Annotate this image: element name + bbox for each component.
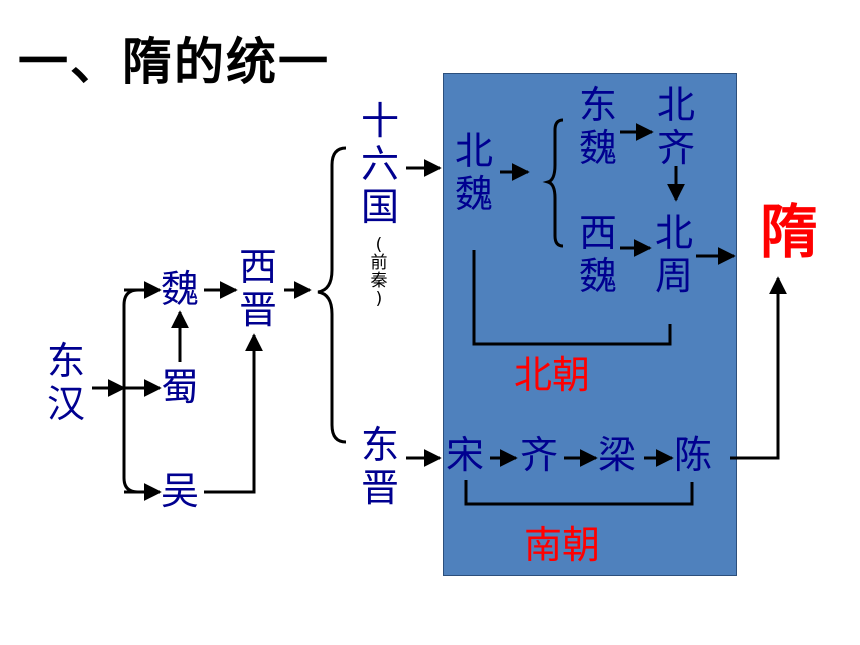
- node-dongjin: 东晋: [360, 423, 399, 510]
- node-wei: 魏: [160, 267, 199, 311]
- node-beizhou: 北周: [654, 211, 693, 298]
- bracket-beichao: [472, 250, 672, 346]
- label-nanchao: 南朝: [524, 523, 601, 567]
- node-song: 宋: [446, 433, 485, 477]
- node-donghan: 东汉: [46, 339, 85, 426]
- north-south-dynasties-panel: [443, 73, 737, 576]
- brace-beiwei: [542, 118, 564, 248]
- node-qi: 齐: [520, 433, 559, 477]
- brace-split: [317, 146, 347, 444]
- arrow-wu-to-xijin: [204, 333, 263, 494]
- node-dongwei: 东魏: [578, 83, 617, 170]
- branch-line-three-kingdoms: [122, 288, 139, 494]
- node-wu: 吴: [160, 469, 199, 513]
- node-liang: 梁: [598, 433, 637, 477]
- node-beiqi: 北齐: [656, 83, 695, 170]
- label-beichao: 北朝: [514, 353, 591, 397]
- node-chen: 陈: [674, 433, 713, 477]
- node-shu: 蜀: [160, 365, 199, 409]
- node-sui: 隋: [760, 198, 819, 266]
- node-beiwei: 北魏: [454, 129, 493, 216]
- node-xiwei: 西魏: [578, 211, 617, 298]
- node-shiliuguo: 十六国: [360, 99, 399, 229]
- node-qianqin: (前秦): [370, 235, 388, 309]
- arrow-chen-to-sui: [730, 276, 787, 460]
- page-title: 一、隋的统一: [18, 33, 330, 91]
- bracket-nanchao: [464, 480, 694, 506]
- node-xijin: 西晋: [238, 245, 277, 332]
